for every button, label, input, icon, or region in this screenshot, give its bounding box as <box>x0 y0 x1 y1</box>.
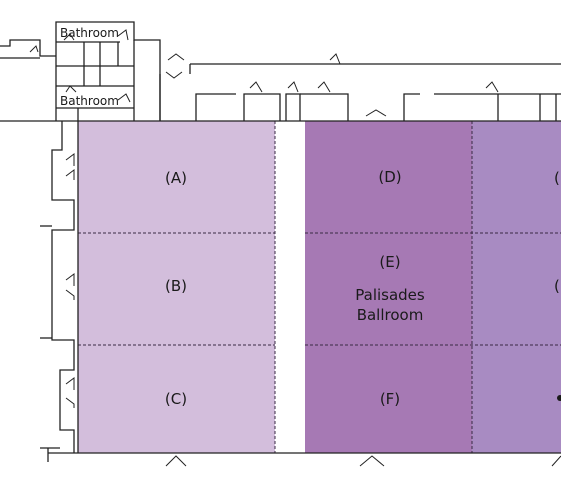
room-section-b[interactable] <box>78 233 275 345</box>
room-section-e[interactable] <box>305 233 472 345</box>
room-section-d[interactable] <box>305 121 472 233</box>
section-label-d: (D) <box>378 168 401 186</box>
adjacent-label-middle-partial: ( <box>554 277 560 295</box>
room-section-c[interactable] <box>78 345 275 453</box>
ballroom-name-line1: Palisades <box>355 286 425 304</box>
partition-lines <box>78 121 561 453</box>
section-label-e: (E) <box>379 253 400 271</box>
room-section-a[interactable] <box>78 121 275 233</box>
ballroom-name-line2: Ballroom <box>357 306 424 324</box>
section-label-f: (F) <box>380 390 400 408</box>
room-adjacent-top[interactable] <box>472 121 561 233</box>
room-adjacent-middle[interactable] <box>472 233 561 345</box>
room-section-f[interactable] <box>305 345 472 453</box>
adjacent-label-top-partial: ( <box>554 169 560 187</box>
adjacent-label-bottom-partial <box>557 395 561 401</box>
door-icons <box>29 29 561 467</box>
section-label-b: (B) <box>165 277 187 295</box>
bathroom-label-top: Bathroom <box>60 26 119 40</box>
room-adjacent-bottom[interactable] <box>472 345 561 453</box>
walls <box>0 21 561 462</box>
section-label-a: (A) <box>165 169 187 187</box>
bathroom-label-bottom: Bathroom <box>60 94 119 108</box>
section-label-c: (C) <box>165 390 187 408</box>
